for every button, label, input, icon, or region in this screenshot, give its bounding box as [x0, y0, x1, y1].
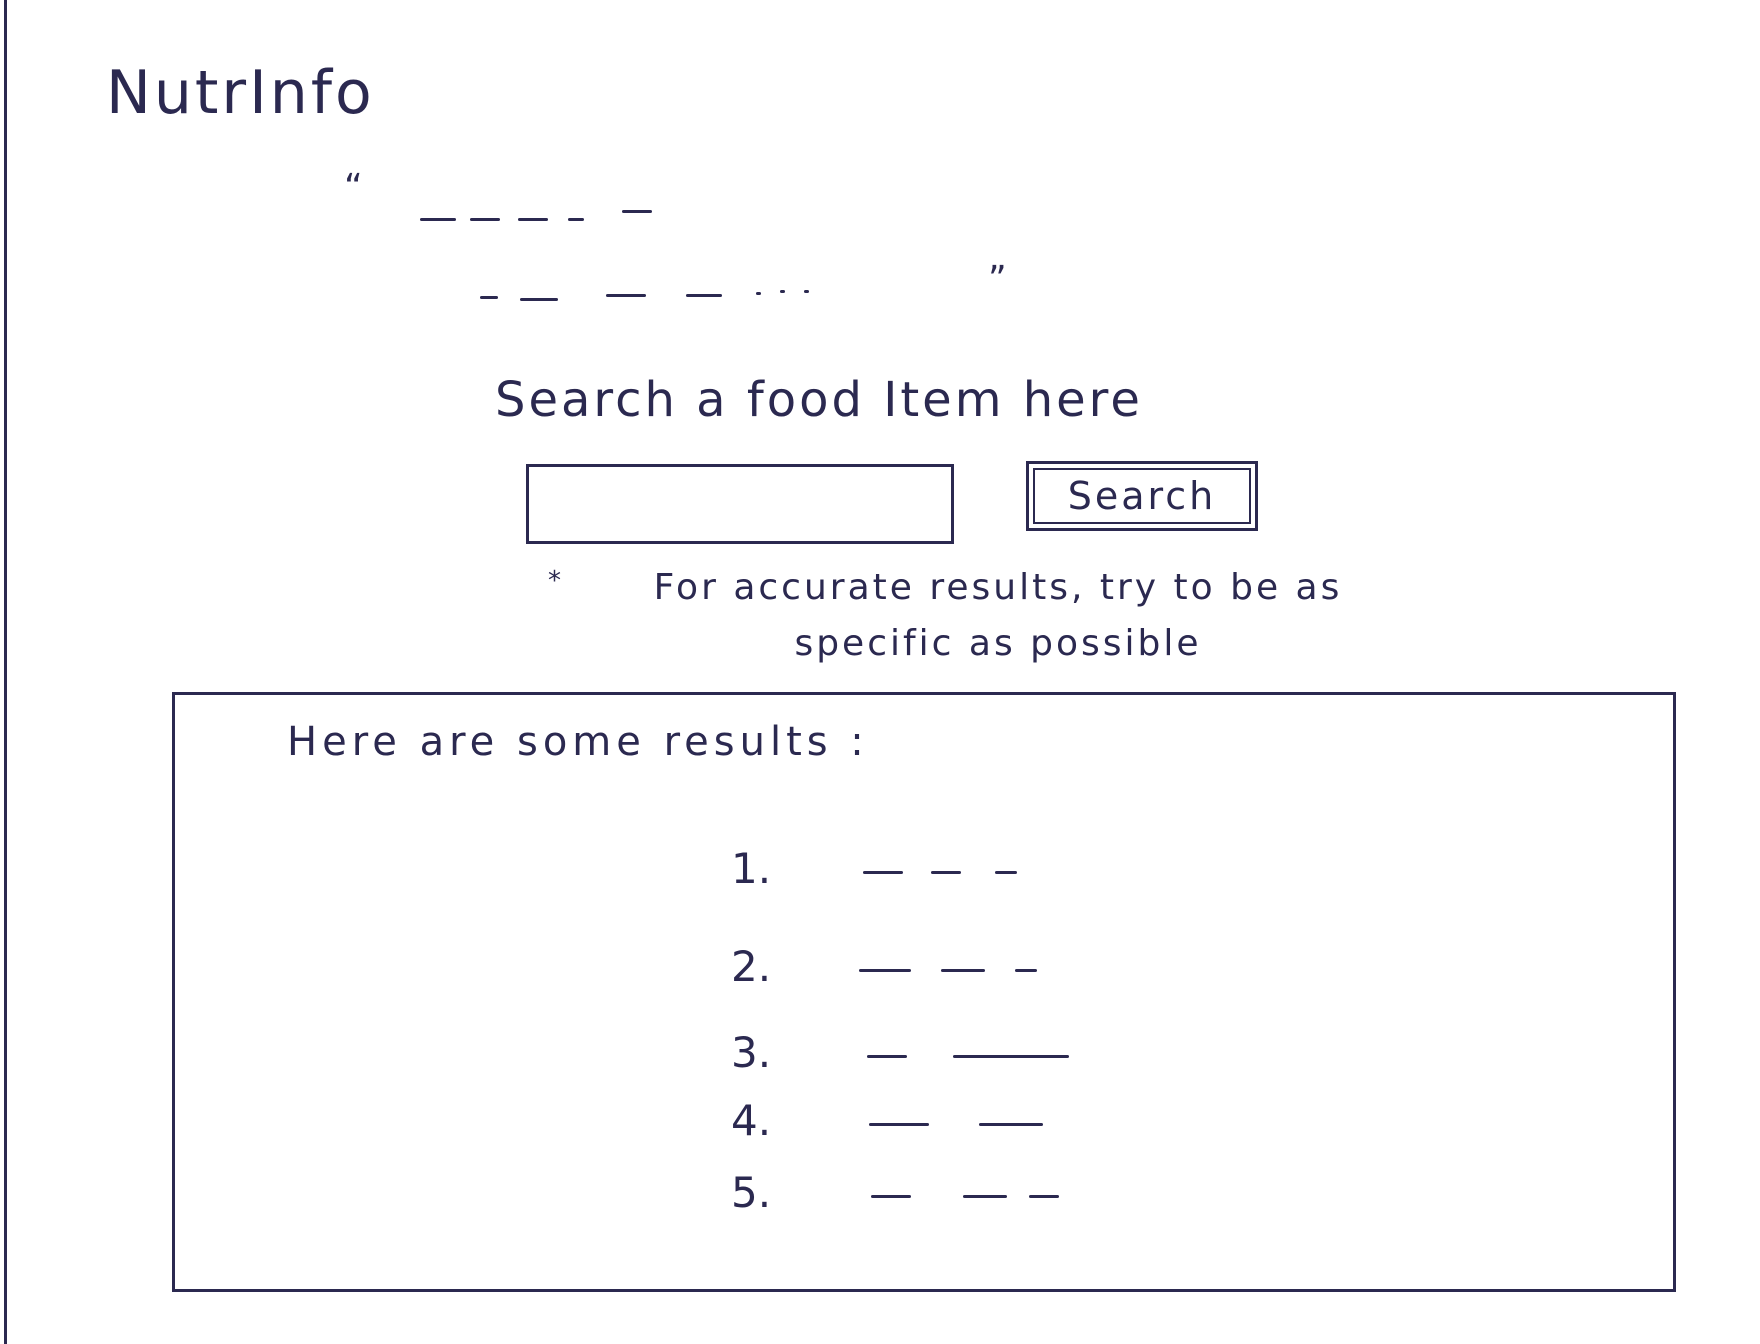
open-quote-mark: “ — [344, 167, 363, 208]
result-item-2[interactable]: 2. — [731, 941, 1131, 1021]
result-item-3[interactable]: 3. — [731, 1027, 1131, 1107]
result-item-5[interactable]: 5. — [731, 1167, 1131, 1247]
result-number: 5. — [731, 1168, 772, 1217]
result-placeholder-line — [869, 1123, 929, 1126]
quote-placeholder-dot — [756, 292, 761, 295]
result-placeholder-line — [931, 871, 961, 874]
quote-placeholder-line — [606, 294, 646, 297]
result-placeholder-line — [995, 871, 1017, 874]
page-frame-border — [4, 0, 7, 1344]
result-placeholder-line — [963, 1195, 1007, 1198]
hint-asterisk: * — [548, 566, 561, 596]
result-placeholder-line — [867, 1055, 907, 1058]
search-heading: Search a food Item here — [495, 372, 1143, 428]
results-panel: Here are some results : 1. 2. 3. 4. 5. — [172, 692, 1676, 1292]
app-title: NutrInfo — [106, 58, 375, 128]
result-number: 4. — [731, 1096, 772, 1145]
result-placeholder-line — [979, 1123, 1043, 1126]
result-number: 2. — [731, 942, 772, 991]
results-heading: Here are some results : — [287, 719, 869, 765]
result-number: 3. — [731, 1028, 772, 1077]
quote-placeholder-line — [686, 294, 722, 297]
quote-placeholder-dot — [804, 290, 809, 293]
result-placeholder-line — [1015, 969, 1037, 972]
result-placeholder-line — [863, 871, 903, 874]
quote-placeholder-line — [568, 218, 584, 221]
result-placeholder-line — [941, 969, 985, 972]
quote-placeholder-line — [480, 296, 498, 299]
quote-placeholder-line — [622, 210, 652, 213]
food-search-input[interactable] — [526, 464, 954, 544]
result-item-4[interactable]: 4. — [731, 1095, 1131, 1175]
result-item-1[interactable]: 1. — [731, 843, 1131, 923]
result-placeholder-line — [953, 1055, 1069, 1058]
hint-text: For accurate results, try to be as speci… — [653, 567, 1343, 664]
quote-placeholder-line — [520, 298, 558, 301]
result-number: 1. — [731, 844, 772, 893]
quote-placeholder-line — [420, 218, 456, 221]
quote-placeholder-dot — [780, 290, 785, 293]
result-placeholder-line — [871, 1195, 911, 1198]
result-placeholder-line — [859, 969, 911, 972]
tagline-quote-placeholder: “ ” — [340, 170, 1040, 320]
result-placeholder-line — [1029, 1195, 1059, 1198]
search-button[interactable]: Search — [1026, 461, 1258, 531]
quote-placeholder-line — [518, 218, 548, 221]
results-list: 1. 2. 3. 4. 5. — [731, 843, 1131, 1247]
close-quote-mark: ” — [988, 259, 1007, 300]
quote-placeholder-line — [470, 218, 500, 221]
